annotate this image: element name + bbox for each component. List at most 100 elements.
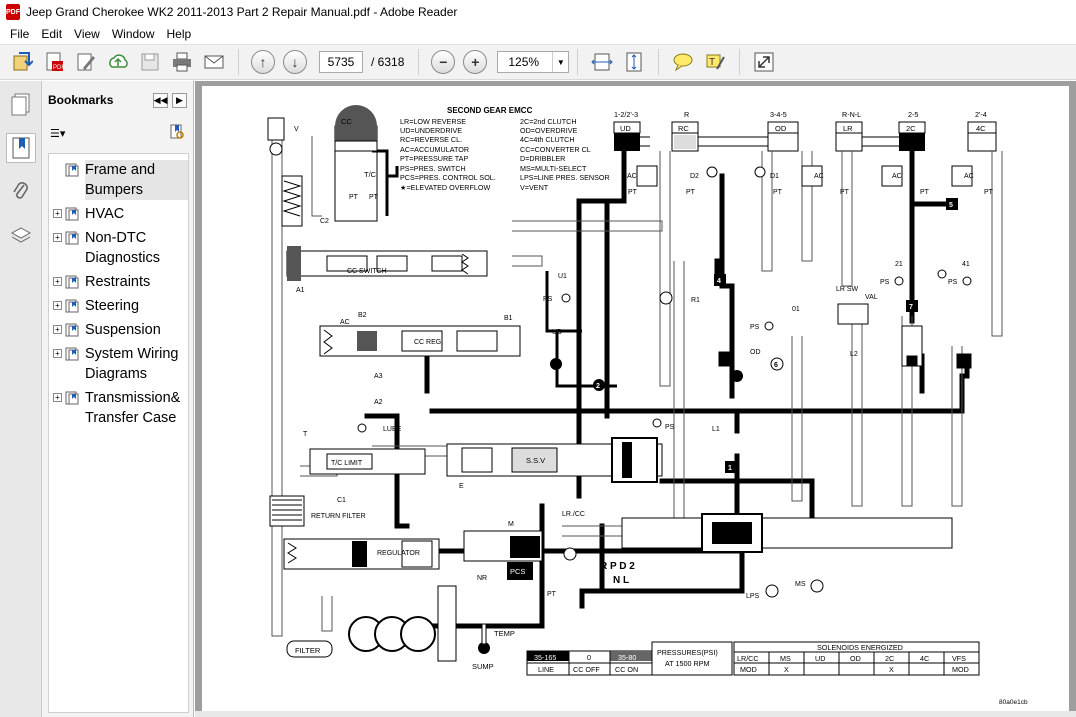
menu-help[interactable]: Help (166, 27, 192, 41)
collapse-panel-icon[interactable]: ◀◀ (153, 92, 168, 108)
document-viewer[interactable]: SECOND GEAR EMCC LR=LOW REVERSE UD=UNDER… (195, 81, 1076, 717)
svg-text:AC: AC (814, 173, 824, 180)
zoom-in-icon[interactable]: + (463, 50, 488, 74)
expand-icon[interactable]: + (53, 393, 62, 402)
cloud-upload-icon[interactable] (104, 48, 132, 76)
svg-text:D=DRIBBLER: D=DRIBBLER (520, 154, 565, 163)
zoom-out-icon[interactable]: − (431, 50, 456, 74)
svg-text:CC OFF: CC OFF (573, 665, 600, 674)
expand-icon[interactable]: + (53, 233, 62, 242)
expand-icon[interactable] (750, 48, 778, 76)
window-title: Jeep Grand Cherokee WK2 2011-2013 Part 2… (26, 5, 458, 19)
svg-text:4C: 4C (920, 654, 929, 663)
svg-text:21: 21 (895, 261, 903, 268)
bookmark-item[interactable]: Frame and Bumpers (49, 158, 188, 202)
page-number-input[interactable]: 5735 (319, 51, 363, 73)
previous-page-icon[interactable]: ↑ (251, 50, 275, 74)
bookmark-item[interactable]: + System Wiring Diagrams (49, 342, 188, 386)
highlight-icon[interactable]: T (701, 48, 729, 76)
svg-text:D1: D1 (770, 173, 779, 180)
print-icon[interactable] (168, 48, 196, 76)
svg-text:PCS=PRES. CONTROL SOL.: PCS=PRES. CONTROL SOL. (400, 173, 496, 182)
bookmarks-panel: Bookmarks ◀◀ ▶ ☰▾ Frame and Bumpers + HV… (42, 81, 194, 717)
svg-text:PT=PRESSURE TAP: PT=PRESSURE TAP (400, 154, 468, 163)
svg-text:E: E (459, 483, 464, 490)
svg-text:★=ELEVATED OVERFLOW: ★=ELEVATED OVERFLOW (400, 183, 490, 192)
edit-icon[interactable] (72, 48, 100, 76)
bookmark-item[interactable]: + Non-DTC Diagnostics (49, 226, 188, 270)
svg-text:AC=ACCUMULATOR: AC=ACCUMULATOR (400, 145, 469, 154)
svg-text:FILTER: FILTER (295, 646, 321, 655)
bookmark-item[interactable]: + Suspension (49, 318, 188, 342)
bookmark-item[interactable]: + Restraints (49, 270, 188, 294)
svg-text:L1: L1 (712, 426, 720, 433)
expand-icon[interactable]: + (53, 349, 62, 358)
svg-text:1-2/2'-3: 1-2/2'-3 (614, 110, 638, 119)
svg-text:LINE: LINE (538, 665, 554, 674)
open-icon[interactable] (8, 48, 36, 76)
menu-window[interactable]: Window (111, 27, 155, 41)
bookmark-item[interactable]: + Steering (49, 294, 188, 318)
fit-width-icon[interactable] (588, 48, 616, 76)
svg-text:X: X (889, 665, 894, 674)
bookmark-item[interactable]: + Transmission& Transfer Case (49, 386, 188, 430)
regulator-valve: REGULATOR (283, 538, 440, 570)
navigation-rail (0, 81, 42, 717)
bookmark-item[interactable]: + HVAC (49, 202, 188, 226)
expand-icon[interactable]: + (53, 277, 62, 286)
pdf-page: SECOND GEAR EMCC LR=LOW REVERSE UD=UNDER… (202, 86, 1069, 712)
expand-icon[interactable]: + (53, 209, 62, 218)
svg-text:LR SW: LR SW (836, 286, 859, 293)
svg-text:AC: AC (627, 173, 637, 180)
email-icon[interactable] (200, 48, 228, 76)
close-panel-icon[interactable]: ▶ (172, 92, 187, 108)
svg-text:MS: MS (795, 581, 806, 588)
svg-text:MOD: MOD (740, 665, 757, 674)
options-menu-icon[interactable]: ☰▾ (50, 127, 66, 140)
layers-icon[interactable] (6, 221, 36, 251)
solenoids-table: SOLENOIDS ENERGIZED LR/CC MS UD OD 2C 4C… (733, 641, 980, 676)
expand-icon[interactable]: + (53, 325, 62, 334)
page-thumbnails-icon[interactable] (6, 89, 36, 119)
cc-reg-valve: AC B2 B1 CC REG. A3 A2 (319, 312, 521, 406)
menu-edit[interactable]: Edit (41, 27, 63, 41)
svg-text:D2: D2 (690, 173, 699, 180)
page-total: / 6318 (371, 55, 405, 69)
svg-text:A2: A2 (374, 399, 383, 406)
svg-text:CC SWITCH: CC SWITCH (347, 268, 387, 275)
find-bookmark-icon[interactable] (169, 124, 185, 143)
bookmarks-header: Bookmarks ◀◀ ▶ (42, 81, 193, 119)
bookmark-label: Restraints (85, 274, 151, 290)
menu-view[interactable]: View (74, 27, 100, 41)
svg-text:UD: UD (815, 654, 825, 663)
menu-file[interactable]: File (10, 27, 30, 41)
bookmarks-title: Bookmarks (48, 93, 114, 107)
svg-text:4C: 4C (976, 124, 986, 133)
svg-text:M: M (508, 521, 514, 528)
svg-text:35-80: 35-80 (618, 653, 636, 662)
lr-cc-area: LR./CC R P D 2 N L (562, 511, 635, 586)
expand-icon[interactable]: + (53, 301, 62, 310)
svg-text:X: X (784, 665, 789, 674)
sump-temp: TEMP SUMP (472, 623, 515, 671)
svg-text:LPS=LINE PRES. SENSOR: LPS=LINE PRES. SENSOR (520, 173, 610, 182)
zoom-select[interactable]: 125% ▼ (497, 51, 570, 73)
save-icon[interactable] (136, 48, 164, 76)
bookmark-tree: Frame and Bumpers + HVAC + Non-DTC Diagn… (48, 153, 189, 713)
fit-page-icon[interactable] (620, 48, 648, 76)
svg-text:PT: PT (840, 189, 850, 196)
svg-text:CC ON: CC ON (615, 665, 638, 674)
chevron-down-icon[interactable]: ▼ (552, 52, 568, 72)
attachments-icon[interactable] (6, 177, 36, 207)
bookmarks-icon[interactable] (6, 133, 36, 163)
comment-icon[interactable] (669, 48, 697, 76)
create-pdf-icon[interactable]: PDF (40, 48, 68, 76)
pressure-switches: U1 PS UD PS OD PS L1 01 LR SW VAL L2 21 … (543, 166, 972, 433)
bookmark-label: Non-DTC Diagnostics (85, 230, 160, 266)
svg-text:5: 5 (949, 202, 953, 209)
svg-text:C1: C1 (337, 497, 346, 504)
svg-text:UD: UD (552, 329, 562, 336)
svg-text:VF: VF (524, 547, 533, 554)
svg-text:C2: C2 (320, 218, 329, 225)
next-page-icon[interactable]: ↓ (283, 50, 307, 74)
